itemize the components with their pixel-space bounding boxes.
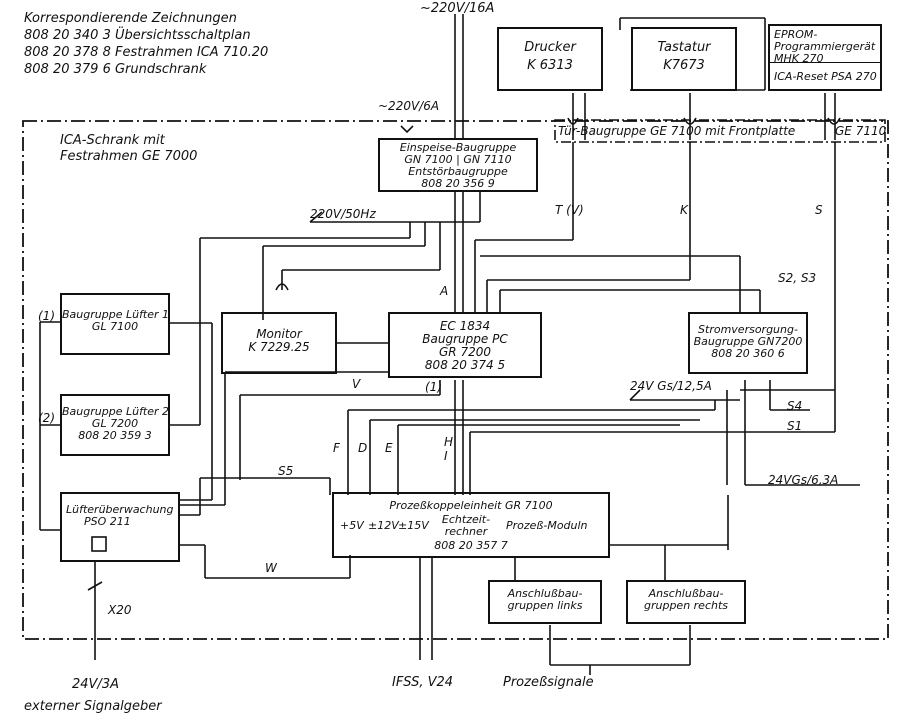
- mains-top-label: ~220V/16A: [420, 1, 495, 16]
- signal-1-label: (1): [38, 309, 55, 323]
- signal-E-label: E: [385, 441, 393, 455]
- coupler-code: 808 20 357 7: [434, 539, 508, 552]
- psu-box: Stromversorgung- Baugruppe GN7200 808 20…: [688, 312, 808, 374]
- fan2-code: GL 7200: [91, 417, 139, 430]
- x20-label: X20: [108, 603, 132, 617]
- plug-symbol-mains: [400, 125, 414, 134]
- pc-box: EC 1834 Baugruppe PC GR 7200 808 20 374 …: [388, 312, 542, 378]
- s1-label: S1: [787, 419, 803, 433]
- references-title: Korrespondierende Zeichnungen: [24, 11, 237, 26]
- fan2-label: Baugruppe Lüfter 2: [62, 405, 170, 418]
- signal-T-label: T (V): [555, 203, 584, 217]
- fan1-code: GL 7100: [91, 320, 139, 333]
- plug-symbol-eprom: [827, 117, 841, 125]
- signal-F-label: F: [333, 441, 340, 455]
- coupler-title: Prozeßkoppeleinheit GR 7100: [389, 499, 553, 512]
- reference-line: 808 20 378 8 Festrahmen ICA 710.20: [24, 45, 269, 60]
- external-signal-label: externer Signalgeber: [24, 699, 162, 714]
- pc-code: GR 7200: [439, 345, 491, 359]
- conn-right-label: Anschlußbau-: [648, 587, 724, 600]
- reference-line: 808 20 340 3 Übersichtsschaltplan: [24, 28, 251, 43]
- signal-A-label: A: [440, 284, 449, 298]
- cabinet-label: Festrahmen GE 7000: [60, 149, 198, 164]
- power-input-code: 808 20 356 9: [421, 177, 495, 190]
- v24-63-label: 24VGs/6,3A: [768, 473, 839, 487]
- plug-symbol-printer: [567, 117, 579, 125]
- fan2-number: 808 20 359 3: [78, 429, 152, 442]
- keyboard-box: Tastatur K7673: [631, 27, 737, 91]
- signal-2-label: (2): [38, 411, 55, 425]
- coupler-rtc: Echtzeit-rechner: [441, 513, 491, 538]
- mains-inner-label: ~220V/6A: [378, 99, 440, 113]
- pc-label: EC 1834: [439, 319, 491, 333]
- coupler-row: +5V ±12V ±15V Echtzeit-rechner Prozeß-Mo…: [334, 512, 608, 540]
- power-input-line: GN 7100 | GN 7110: [404, 153, 512, 166]
- psu-code: 808 20 360 6: [711, 347, 785, 360]
- fan-monitor-code: PSO 211: [84, 515, 131, 528]
- coupler-15v: ±15V: [398, 519, 429, 532]
- eprom-box: EPROM-Programmiergerät MHK 270 ICA-Reset…: [768, 24, 882, 91]
- coupler-12v: ±12V: [368, 519, 399, 532]
- eprom-label: EPROM-Programmiergerät MHK 270: [770, 26, 880, 65]
- signal-H-label: H: [444, 435, 454, 449]
- w-label: W: [265, 561, 277, 575]
- conn-left-label: gruppen links: [507, 599, 583, 612]
- signal-K-label: K: [680, 203, 688, 217]
- pc-label: Baugruppe PC: [422, 332, 508, 346]
- v220-50hz-label: 220V/50Hz: [310, 207, 376, 221]
- printer-box: Drucker K 6313: [497, 27, 603, 91]
- s4-label: S4: [787, 399, 803, 413]
- conn-left-label: Anschlußbau-: [507, 587, 583, 600]
- power-input-line: Entstörbaugruppe: [408, 165, 508, 178]
- fan2-box: Baugruppe Lüfter 2 GL 7200 808 20 359 3: [60, 394, 170, 456]
- keyboard-name: Tastatur: [657, 40, 711, 55]
- door-group-label: Tür-Baugruppe GE 7100 mit Frontplatte: [558, 124, 796, 138]
- conn-left-box: Anschlußbau- gruppen links: [488, 580, 602, 624]
- ifss-label: IFSS, V24: [392, 675, 454, 690]
- door-group-frame: [554, 119, 886, 143]
- keyboard-code: K7673: [663, 58, 705, 73]
- printer-name: Drucker: [524, 40, 576, 55]
- process-coupler-box: Prozeßkoppeleinheit GR 7100 +5V ±12V ±15…: [332, 492, 610, 558]
- s2-s3-label: S2, S3: [778, 271, 817, 285]
- signal-I-label: I: [444, 449, 448, 463]
- coupler-5v: +5V: [340, 519, 364, 532]
- coupler-modules: Prozeß-Moduln: [506, 519, 588, 532]
- pc-number: 808 20 374 5: [424, 358, 506, 372]
- monitor-label: Monitor: [256, 327, 302, 341]
- v24-12-label: 24V Gs/12,5A: [630, 379, 712, 393]
- monitor-box: Monitor K 7229.25: [221, 312, 337, 374]
- fan-monitor-box: Lüfterüberwachung PSO 211: [60, 492, 180, 562]
- plug-symbol-monitor: [275, 283, 289, 291]
- conn-right-label: gruppen rechts: [643, 599, 729, 612]
- ica-reset-label: ICA-Reset PSA 270: [774, 70, 877, 83]
- fan1-box: Baugruppe Lüfter 1 GL 7100: [60, 293, 170, 355]
- psu-label: Baugruppe GN7200: [693, 335, 803, 348]
- reference-line: 808 20 379 6 Grundschrank: [24, 62, 207, 77]
- fan1-label: Baugruppe Lüfter 1: [62, 308, 170, 321]
- door-group-code: GE 7110: [835, 124, 887, 138]
- signal-1b-label: (1): [425, 380, 442, 394]
- cabinet-label: ICA-Schrank mit: [60, 133, 165, 148]
- power-input-line: Einspeise-Baugruppe: [399, 141, 517, 154]
- signal-S-label: S: [815, 203, 823, 217]
- power-input-box: Einspeise-Baugruppe GN 7100 | GN 7110 En…: [378, 138, 538, 192]
- v24-3a-label: 24V/3A: [72, 677, 119, 692]
- process-signals-label: Prozeßsignale: [503, 675, 594, 690]
- psu-label: Stromversorgung-: [698, 323, 798, 336]
- printer-code: K 6313: [527, 58, 573, 73]
- monitor-code: K 7229.25: [248, 340, 310, 354]
- conn-right-box: Anschlußbau- gruppen rechts: [626, 580, 746, 624]
- fan-monitor-label: Lüfterüberwachung: [66, 503, 174, 516]
- signal-V-label: V: [352, 377, 361, 391]
- signal-D-label: D: [358, 441, 368, 455]
- s5-label: S5: [278, 464, 294, 478]
- plug-symbol-keyboard: [683, 117, 697, 125]
